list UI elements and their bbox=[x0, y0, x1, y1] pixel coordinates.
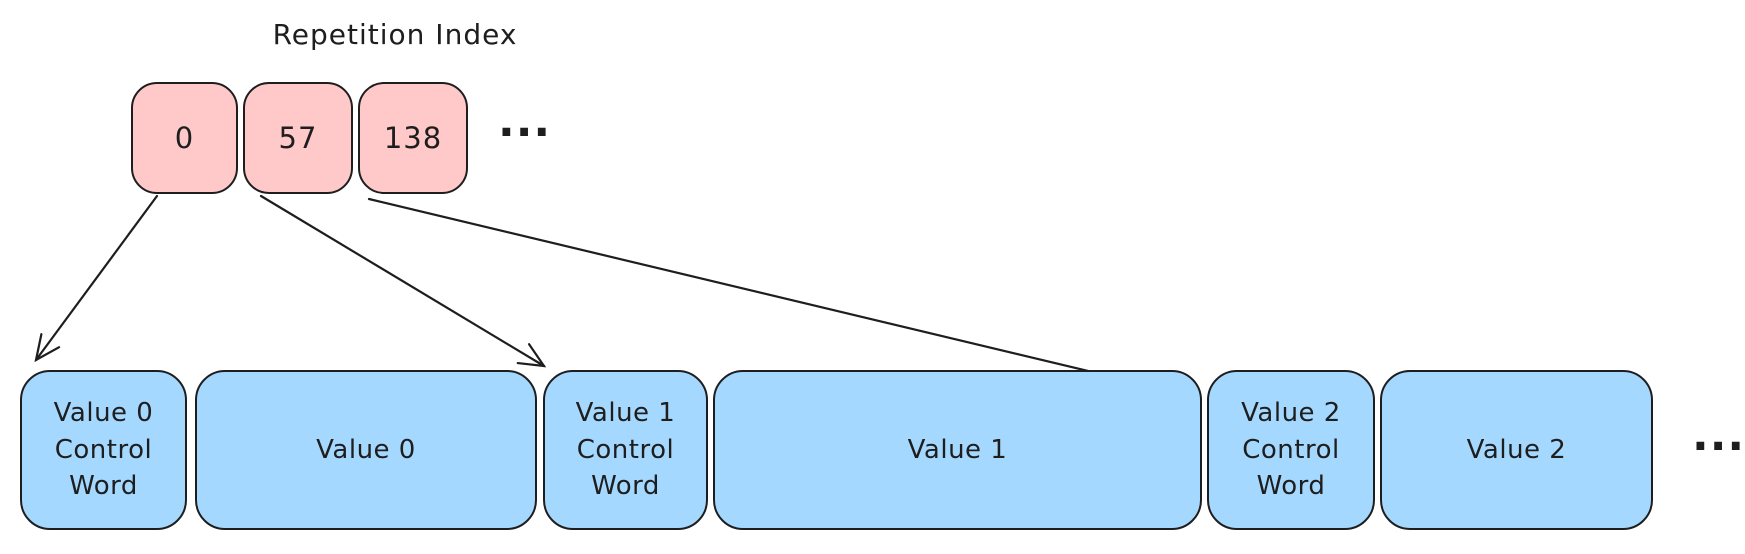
index-entry-0: 0 bbox=[131, 82, 238, 194]
arrow-0-to-value-0-control-word bbox=[34, 194, 159, 363]
segment-value-0: Value 0 bbox=[195, 370, 537, 530]
segment-value-1-control-word: Value 1 Control Word bbox=[543, 370, 708, 530]
repetition-index-title: Repetition Index bbox=[272, 18, 518, 51]
segment-value-1: Value 1 bbox=[713, 370, 1202, 530]
segment-value-0-control-word: Value 0 Control Word bbox=[20, 370, 187, 530]
value-stream-ellipsis: ... bbox=[1692, 410, 1745, 461]
arrow-138-to-value-2-control-word bbox=[367, 197, 1200, 404]
index-entry-138: 138 bbox=[358, 82, 468, 194]
index-entry-57: 57 bbox=[243, 82, 353, 194]
segment-value-2: Value 2 bbox=[1380, 370, 1653, 530]
index-ellipsis: ... bbox=[498, 96, 552, 147]
arrow-57-to-value-1-control-word bbox=[259, 194, 547, 368]
segment-value-2-control-word: Value 2 Control Word bbox=[1207, 370, 1375, 530]
